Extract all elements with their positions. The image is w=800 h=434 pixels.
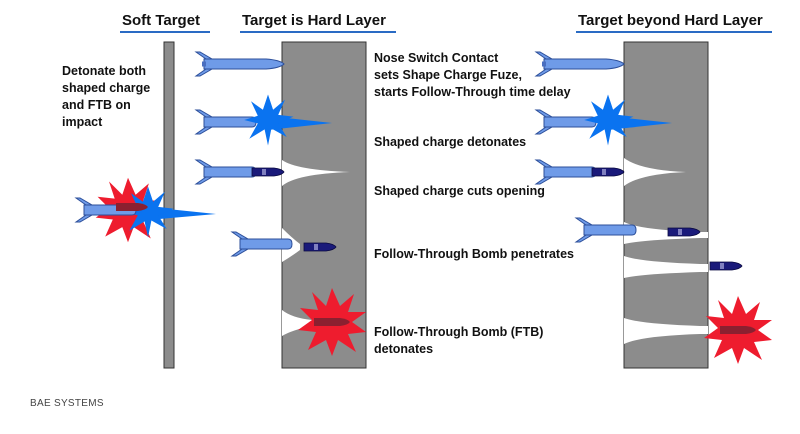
step-label: Shaped charge cuts opening: [374, 184, 545, 198]
red-explosion-icon: [704, 296, 772, 364]
left-note: Detonate both shaped charge and FTB on i…: [62, 64, 151, 129]
soft-target-blast: [75, 177, 216, 243]
red-explosion-icon: [298, 288, 366, 356]
step-label: Shaped charge detonates: [374, 135, 527, 149]
missile-icon: [195, 51, 285, 77]
brand-logo-text: BAE SYSTEMS: [30, 398, 104, 409]
header-underline: [120, 31, 210, 33]
follow-through-bomb-icon: [709, 261, 743, 271]
missile-icon: [195, 109, 257, 135]
step-label: Nose Switch Contact sets Shape Charge Fu…: [374, 51, 571, 99]
follow-through-bomb-icon: [591, 167, 625, 177]
header-soft-target: Soft Target: [122, 12, 201, 29]
blue-blast-icon: [244, 94, 332, 146]
beyond-hard-layer-wall: [623, 41, 709, 369]
follow-through-bomb-icon: [251, 167, 285, 177]
missile-icon: [535, 109, 597, 135]
blue-blast-icon: [584, 94, 672, 146]
header-underline: [576, 31, 772, 33]
follow-through-bomb-icon: [303, 242, 337, 252]
soft-target-wall: [163, 41, 175, 369]
header-underline: [240, 31, 396, 33]
missile-icon: [195, 159, 257, 185]
follow-through-bomb-icon: [667, 227, 701, 237]
header-beyond-hard-layer: Target beyond Hard Layer: [578, 12, 763, 29]
missile-icon: [535, 159, 597, 185]
step-label: Follow-Through Bomb penetrates: [374, 247, 574, 261]
step-label: Follow-Through Bomb (FTB) detonates: [374, 325, 544, 356]
header-hard-layer: Target is Hard Layer: [242, 12, 386, 29]
